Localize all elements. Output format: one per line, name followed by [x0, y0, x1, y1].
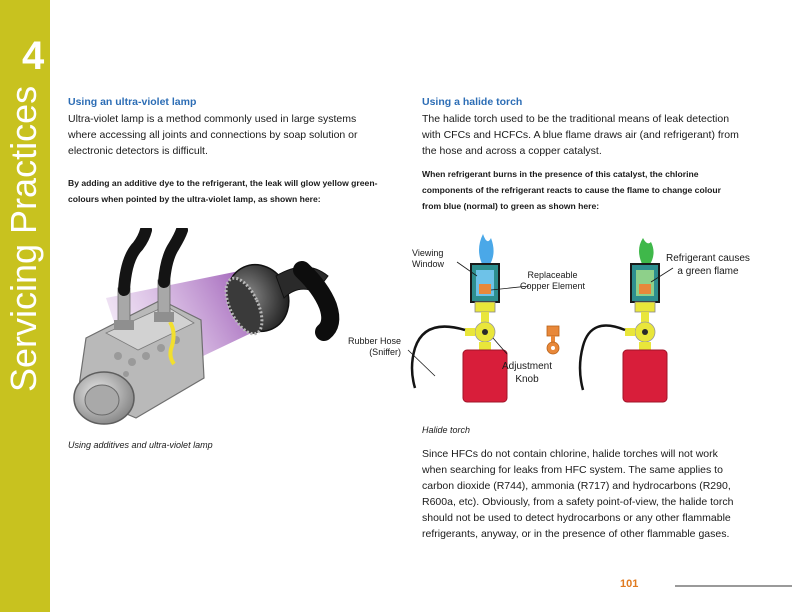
uv-lamp-caption: Using additives and ultra-violet lamp: [68, 440, 213, 450]
chapter-title: Servicing Practices: [3, 85, 44, 392]
rubber-hose-label: Rubber Hose (Sniffer): [348, 336, 402, 357]
halide-torch-illustration: [407, 234, 674, 403]
footer-rule: [675, 585, 792, 587]
replaceable-copper-element: [546, 325, 560, 355]
halide-torch-green: [578, 238, 674, 403]
chapter-number: 4: [22, 34, 45, 78]
uv-lamp-handle: [293, 261, 340, 341]
hose-left: [118, 228, 152, 296]
page-number: 101: [620, 578, 639, 590]
adjustment-knob-label: Adjustment Knob: [502, 361, 553, 385]
halide-torch-blue: [407, 234, 530, 403]
uv-lamp-dye-paragraph: By adding an additive dye to the refrige…: [68, 178, 378, 204]
halide-torch-paragraph: The halide torch used to be the traditio…: [422, 113, 739, 157]
halide-torch-caption: Halide torch: [422, 425, 471, 435]
chapter-sidebar: [0, 0, 50, 612]
copper-element-icon: [479, 284, 491, 294]
glowing-leak-icon: [168, 320, 176, 366]
viewing-window-label: Viewing Window: [412, 248, 445, 269]
copper-element-label: Replaceable Copper Element: [520, 270, 586, 291]
halide-torch-heading: Using a halide torch: [422, 96, 523, 108]
uv-lamp-illustration: [73, 228, 340, 425]
uv-lamp-heading: Using an ultra-violet lamp: [68, 96, 197, 108]
green-flame-icon: [639, 238, 654, 266]
hfc-warning-paragraph: Since HFCs do not contain chlorine, hali…: [422, 448, 734, 540]
blue-flame-icon: [479, 234, 494, 266]
rubber-hose: [410, 325, 466, 389]
green-flame-label: Refrigerant causes a green flame: [666, 253, 750, 277]
uv-lamp-paragraph: Ultra-violet lamp is a method commonly u…: [68, 113, 358, 157]
halide-torch-chlorine-paragraph: When refrigerant burns in the presence o…: [422, 169, 721, 211]
hose-right: [158, 228, 188, 288]
